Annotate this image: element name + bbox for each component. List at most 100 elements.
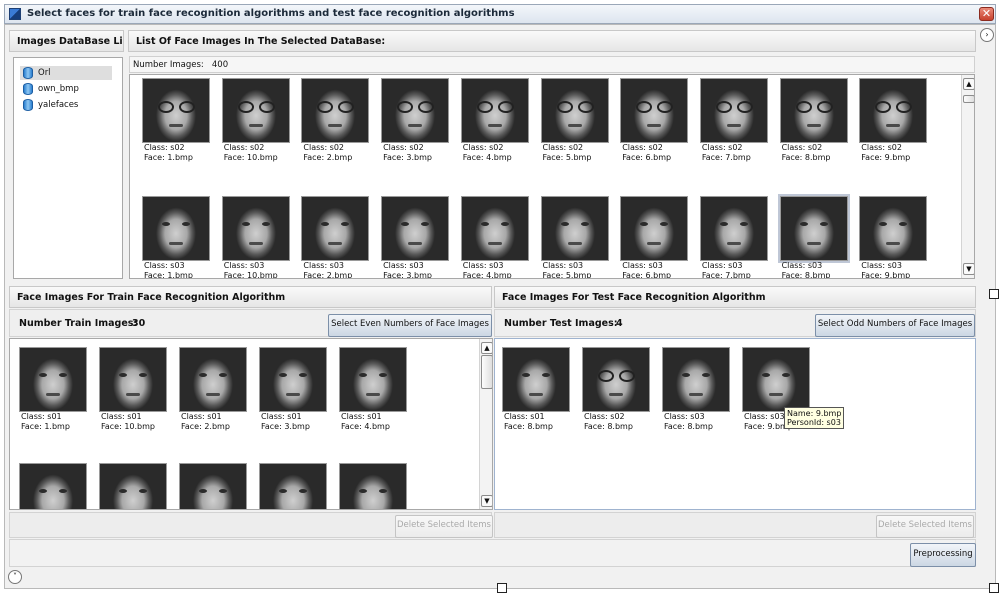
face-class: Class: s02 <box>622 143 663 152</box>
face-file: Face: 5.bmp <box>542 153 592 162</box>
scroll-thumb[interactable] <box>963 95 974 103</box>
select-even-button[interactable]: Select Even Numbers of Face Images <box>328 314 492 337</box>
preprocessing-button[interactable]: Preprocessing <box>910 543 976 567</box>
face-class: Class: s01 <box>504 412 545 421</box>
face-image <box>460 196 529 261</box>
expand-right-icon[interactable]: › <box>980 28 994 42</box>
face-class: Class: s01 <box>21 412 62 421</box>
face-file: Face: 3.bmp <box>383 271 433 279</box>
face-image <box>540 196 609 261</box>
face-class: Class: s01 <box>181 412 222 421</box>
db-item-yalefaces[interactable]: yalefaces <box>20 98 112 112</box>
face-class: Class: s03 <box>303 261 345 270</box>
face-image[interactable] <box>179 463 247 509</box>
test-count-value: 4 <box>616 318 623 329</box>
face-class: Class: s02 <box>861 143 902 152</box>
db-item-orl[interactable]: Orl <box>20 66 112 80</box>
test-delete-button[interactable]: Delete Selected Items <box>876 515 974 538</box>
window-title: Select faces for train face recognition … <box>27 8 515 19</box>
face-file: Face: 7.bmp <box>701 271 751 279</box>
face-file: Face: 6.bmp <box>622 271 672 279</box>
grid-scrollbar[interactable]: ▲ ▼ <box>961 75 974 278</box>
tooltip-person: PersonId: s03 <box>787 418 841 427</box>
face-file: Face: 3.bmp <box>383 153 433 162</box>
face-class: Class: s01 <box>341 412 382 421</box>
face-image[interactable] <box>99 463 167 509</box>
train-scrollbar[interactable]: ▲ ▼ <box>479 339 492 509</box>
face-image <box>662 347 730 412</box>
database-icon <box>23 83 33 95</box>
train-count-label: Number Train Images: <box>19 318 138 329</box>
db-item-own-bmp[interactable]: own_bmp <box>20 82 112 96</box>
face-class: Class: s03 <box>144 261 185 270</box>
face-class: Class: s02 <box>144 143 185 152</box>
face-class: Class: s02 <box>584 412 625 421</box>
scroll-down-icon[interactable]: ▼ <box>481 495 492 507</box>
face-file: Face: 9.bmp <box>861 271 911 279</box>
face-class: Class: s03 <box>701 261 743 270</box>
train-panel-heading: Face Images For Train Face Recognition A… <box>9 286 492 308</box>
face-image <box>142 78 210 143</box>
scroll-up-icon[interactable]: ▲ <box>963 78 974 90</box>
face-file: Face: 9.bmp <box>744 422 793 431</box>
face-image <box>699 196 768 261</box>
face-class: Class: s02 <box>383 143 424 152</box>
face-image[interactable] <box>339 463 407 509</box>
scroll-thumb[interactable] <box>481 355 492 389</box>
face-class: Class: s02 <box>781 143 823 152</box>
db-item-label: yalefaces <box>38 100 79 110</box>
face-class: Class: s02 <box>223 143 265 152</box>
train-delete-button[interactable]: Delete Selected Items <box>395 515 493 538</box>
close-icon[interactable]: ✕ <box>979 7 994 21</box>
face-file: Face: 2.bmp <box>303 271 353 279</box>
face-image <box>381 78 450 143</box>
face-image <box>301 196 370 261</box>
face-image[interactable] <box>19 463 87 509</box>
train-actions-bar: Delete Selected Items <box>9 512 493 538</box>
scroll-down-icon[interactable]: ▼ <box>963 263 974 275</box>
face-image <box>19 347 87 412</box>
expand-down-icon[interactable]: ˅ <box>8 570 22 584</box>
select-odd-button[interactable]: Select Odd Numbers of Face Images <box>815 314 975 337</box>
scroll-up-icon[interactable]: ▲ <box>481 342 492 354</box>
resize-handle[interactable] <box>989 289 999 299</box>
face-image[interactable] <box>259 463 327 509</box>
